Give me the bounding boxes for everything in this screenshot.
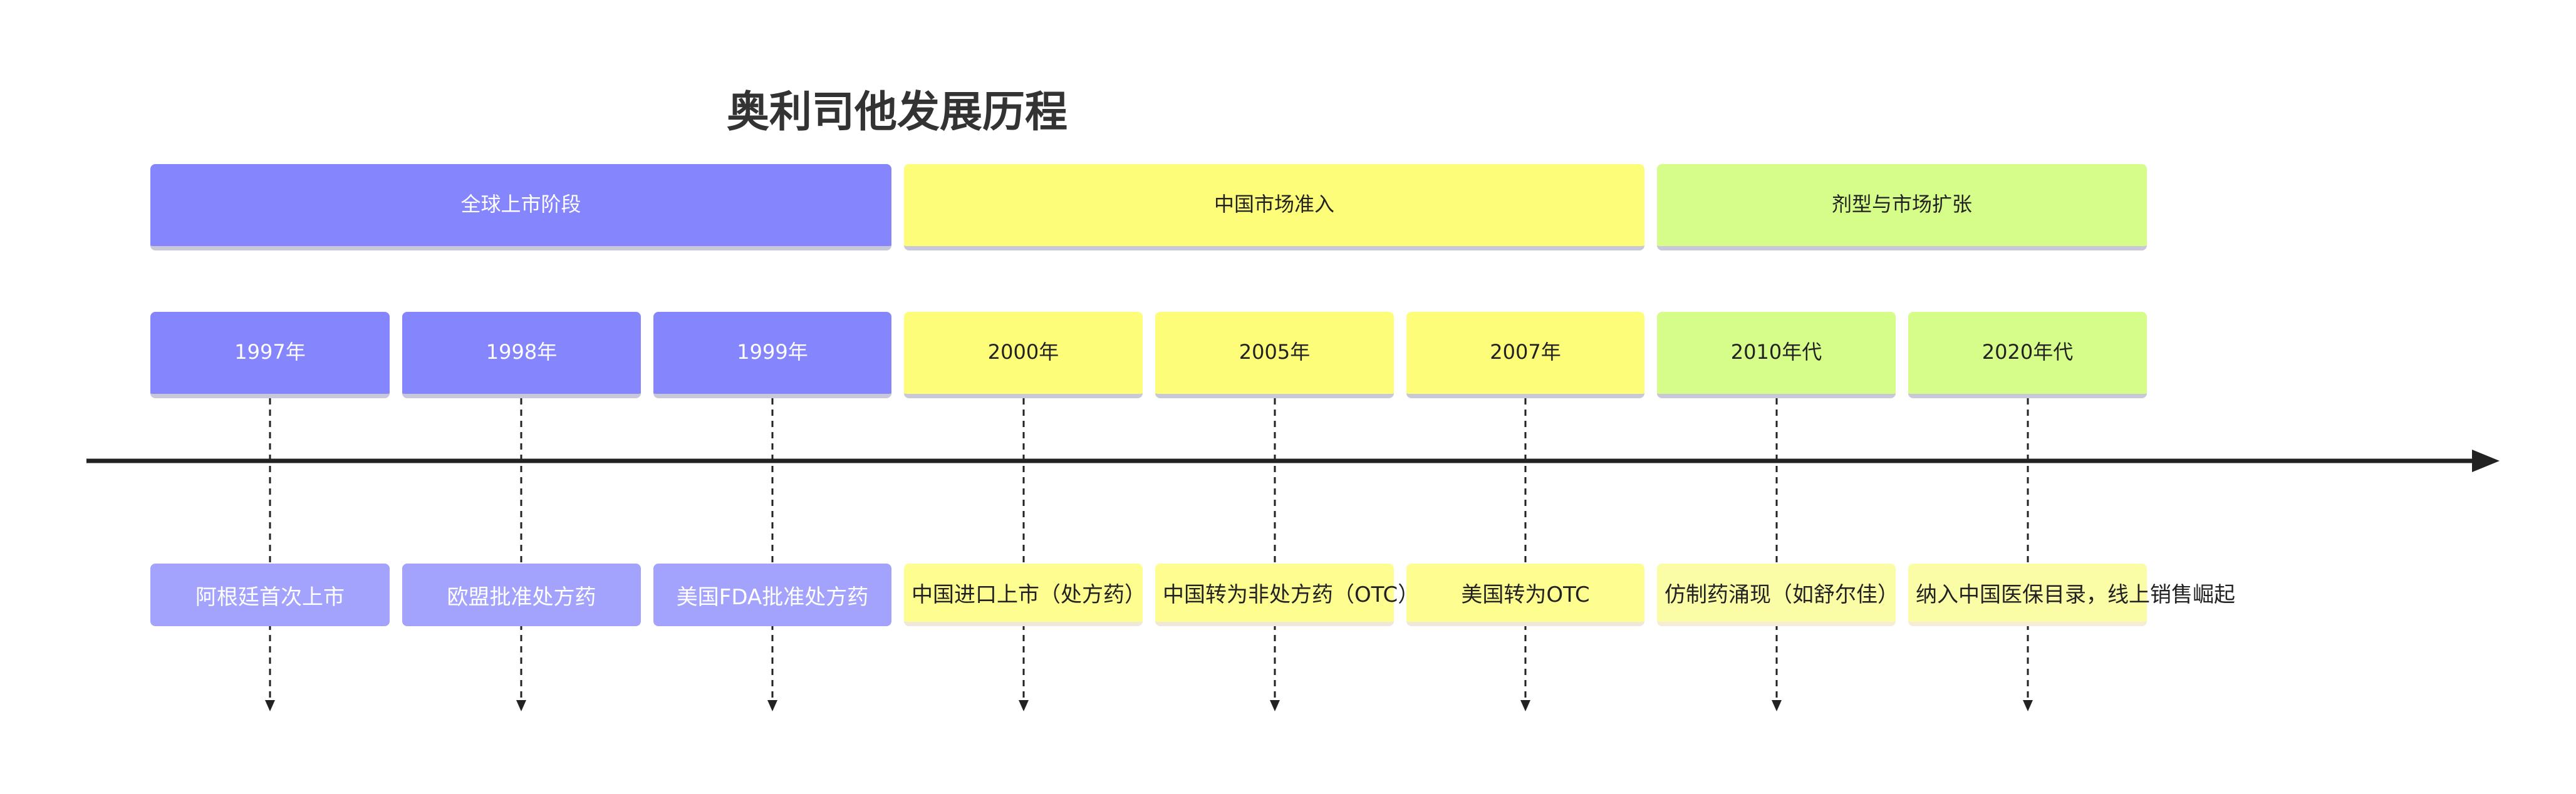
event-label: 中国进口上市（处方药）	[911, 582, 1146, 607]
phase-box-expansion: 剂型与市场扩张	[1657, 164, 2147, 250]
year-label: 2000年	[987, 339, 1059, 364]
phase-label: 剂型与市场扩张	[1831, 192, 1972, 216]
event-box: 中国转为非处方药（OTC）	[1155, 564, 1419, 626]
year-label: 1999年	[737, 339, 808, 364]
event-box: 仿制药涌现（如舒尔佳）	[1657, 564, 1899, 626]
event-label: 中国转为非处方药（OTC）	[1163, 582, 1420, 607]
year-box: 2010年代	[1657, 312, 1896, 398]
event-box: 中国进口上市（处方药）	[904, 564, 1146, 626]
event-box: 欧盟批准处方药	[402, 564, 641, 626]
page-title: 奥利司他发展历程	[727, 88, 1068, 137]
arrowhead	[767, 700, 777, 711]
connector-lines	[269, 398, 2029, 701]
arrowhead	[516, 700, 526, 711]
arrowhead	[265, 700, 275, 711]
year-label: 2005年	[1239, 339, 1311, 364]
event-label: 美国FDA批准处方药	[676, 584, 869, 610]
arrowhead	[1270, 700, 1280, 711]
event-box: 美国FDA批准处方药	[653, 564, 891, 626]
connector-arrowheads	[265, 700, 2033, 711]
phase-label: 全球上市阶段	[460, 192, 581, 216]
year-box: 2000年	[904, 312, 1143, 398]
event-label: 纳入中国医保目录，线上销售崛起	[1916, 582, 2235, 607]
year-label: 1998年	[486, 339, 558, 364]
phase-box-china-access: 中国市场准入	[904, 164, 1644, 250]
event-label: 阿根廷首次上市	[195, 584, 345, 610]
year-label: 2010年代	[1730, 339, 1822, 364]
year-box: 2020年代	[1908, 312, 2147, 398]
arrowhead	[1019, 700, 1029, 711]
event-label: 仿制药涌现（如舒尔佳）	[1665, 582, 1899, 607]
year-box: 2007年	[1406, 312, 1644, 398]
arrowhead	[1520, 700, 1530, 711]
phase-box-global-launch: 全球上市阶段	[150, 164, 891, 250]
arrowhead	[2023, 700, 2033, 711]
event-label: 欧盟批准处方药	[447, 584, 596, 610]
event-label: 美国转为OTC	[1461, 582, 1590, 607]
phase-label: 中国市场准入	[1213, 192, 1334, 216]
event-box: 美国转为OTC	[1406, 564, 1644, 626]
year-box: 2005年	[1155, 312, 1394, 398]
year-box: 1997年	[150, 312, 390, 398]
year-box: 1998年	[402, 312, 641, 398]
timeline-axis-arrowhead	[2472, 450, 2500, 472]
year-label: 2020年代	[1981, 339, 2074, 364]
event-box: 纳入中国医保目录，线上销售崛起	[1908, 564, 2235, 626]
arrowhead	[1772, 700, 1782, 711]
event-box: 阿根廷首次上市	[150, 564, 390, 626]
year-box: 1999年	[653, 312, 891, 398]
year-label: 1997年	[234, 339, 306, 364]
year-label: 2007年	[1490, 339, 1561, 364]
